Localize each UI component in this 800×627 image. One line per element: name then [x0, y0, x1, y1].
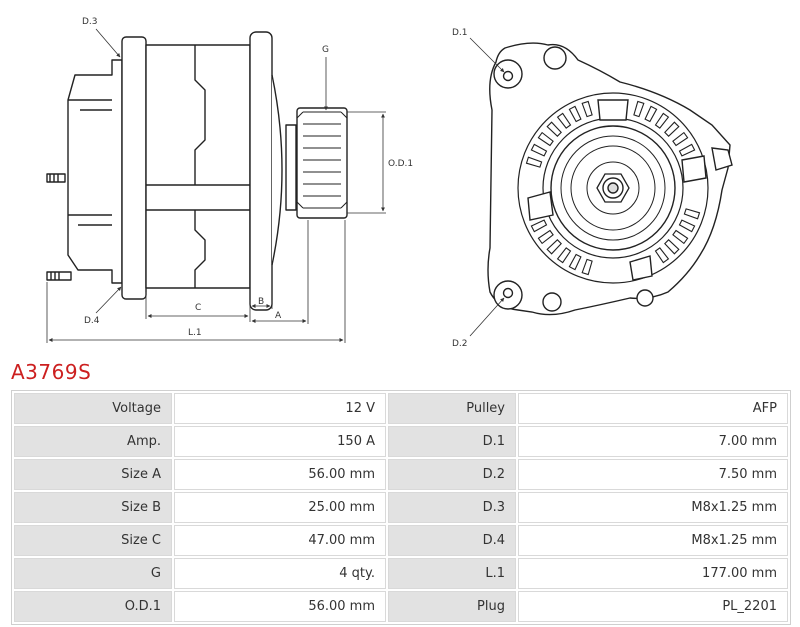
- cooling-slot: [678, 219, 696, 233]
- cooling-slot: [568, 253, 582, 271]
- spec-label: Plug: [388, 591, 516, 622]
- label-b: B: [258, 297, 264, 307]
- table-row: Voltage 12 V Pulley AFP: [14, 393, 788, 424]
- spec-value: M8x1.25 mm: [518, 492, 788, 523]
- cooling-slot: [546, 121, 562, 137]
- cooling-slot: [678, 143, 696, 157]
- spec-value: 12 V: [174, 393, 386, 424]
- table-row: Amp. 150 A D.1 7.00 mm: [14, 426, 788, 457]
- side-view-labels: D.3 G O.D.1 D.4 C B A L.1: [82, 17, 413, 338]
- spec-value: 25.00 mm: [174, 492, 386, 523]
- label-d3: D.3: [82, 17, 98, 27]
- side-view-dimensions: [46, 28, 386, 343]
- spec-value: 177.00 mm: [518, 558, 788, 589]
- cooling-slots: [525, 100, 701, 276]
- cooling-slot: [581, 100, 593, 118]
- cooling-slot: [525, 156, 543, 168]
- cooling-slot: [644, 105, 658, 123]
- cooling-slot: [568, 105, 582, 123]
- spec-value: 56.00 mm: [174, 591, 386, 622]
- spec-label: Size B: [14, 492, 172, 523]
- alternator-front-view: [487, 42, 733, 316]
- label-l1: L.1: [188, 328, 202, 338]
- cooling-slot: [654, 112, 670, 129]
- cooling-slot: [683, 208, 701, 220]
- alternator-side-view: [46, 31, 348, 311]
- table-row: Size C 47.00 mm D.4 M8x1.25 mm: [14, 525, 788, 556]
- spec-table: Voltage 12 V Pulley AFP Amp. 150 A D.1 7…: [11, 390, 791, 625]
- cooling-slot: [556, 247, 572, 264]
- spec-label: D.4: [388, 525, 516, 556]
- spec-label: Size C: [14, 525, 172, 556]
- cooling-slot: [530, 219, 548, 233]
- cooling-slot: [633, 100, 645, 118]
- cooling-slot: [664, 121, 680, 137]
- cooling-slot: [664, 239, 680, 255]
- spec-value: 7.50 mm: [518, 459, 788, 490]
- label-d2: D.2: [452, 339, 468, 349]
- cooling-slot: [556, 112, 572, 129]
- label-od1: O.D.1: [388, 159, 413, 169]
- spec-value: 7.00 mm: [518, 426, 788, 457]
- spec-label: Pulley: [388, 393, 516, 424]
- spec-value: 150 A: [174, 426, 386, 457]
- spec-label: D.2: [388, 459, 516, 490]
- spec-value: 47.00 mm: [174, 525, 386, 556]
- product-title: A3769S: [11, 360, 92, 384]
- table-row: Size B 25.00 mm D.3 M8x1.25 mm: [14, 492, 788, 523]
- spec-value: 56.00 mm: [174, 459, 386, 490]
- table-row: O.D.1 56.00 mm Plug PL_2201: [14, 591, 788, 622]
- cooling-slot: [581, 258, 593, 276]
- spec-label: L.1: [388, 558, 516, 589]
- spec-label: G: [14, 558, 172, 589]
- spec-value: 4 qty.: [174, 558, 386, 589]
- label-c: C: [195, 303, 201, 313]
- cooling-slot: [537, 131, 554, 147]
- cooling-slot: [537, 229, 554, 245]
- cooling-slot: [672, 229, 689, 245]
- front-view-dimensions: [469, 37, 505, 337]
- spec-label: O.D.1: [14, 591, 172, 622]
- spec-value: AFP: [518, 393, 788, 424]
- table-row: Size A 56.00 mm D.2 7.50 mm: [14, 459, 788, 490]
- cooling-slot: [530, 143, 548, 157]
- table-row: G 4 qty. L.1 177.00 mm: [14, 558, 788, 589]
- label-a: A: [275, 311, 282, 321]
- spec-label: D.3: [388, 492, 516, 523]
- label-d4: D.4: [84, 316, 100, 326]
- spec-value: PL_2201: [518, 591, 788, 622]
- spec-label: Size A: [14, 459, 172, 490]
- cooling-slot: [654, 247, 670, 264]
- spec-label: Voltage: [14, 393, 172, 424]
- spec-label: Amp.: [14, 426, 172, 457]
- label-d1: D.1: [452, 28, 468, 38]
- cooling-slot: [672, 131, 689, 147]
- cooling-slot: [546, 239, 562, 255]
- spec-label: D.1: [388, 426, 516, 457]
- spec-value: M8x1.25 mm: [518, 525, 788, 556]
- front-view-labels: D.1 D.2: [452, 28, 468, 349]
- alternator-technical-drawing: D.3 G O.D.1 D.4 C B A L.1: [46, 17, 733, 349]
- label-g: G: [322, 45, 329, 55]
